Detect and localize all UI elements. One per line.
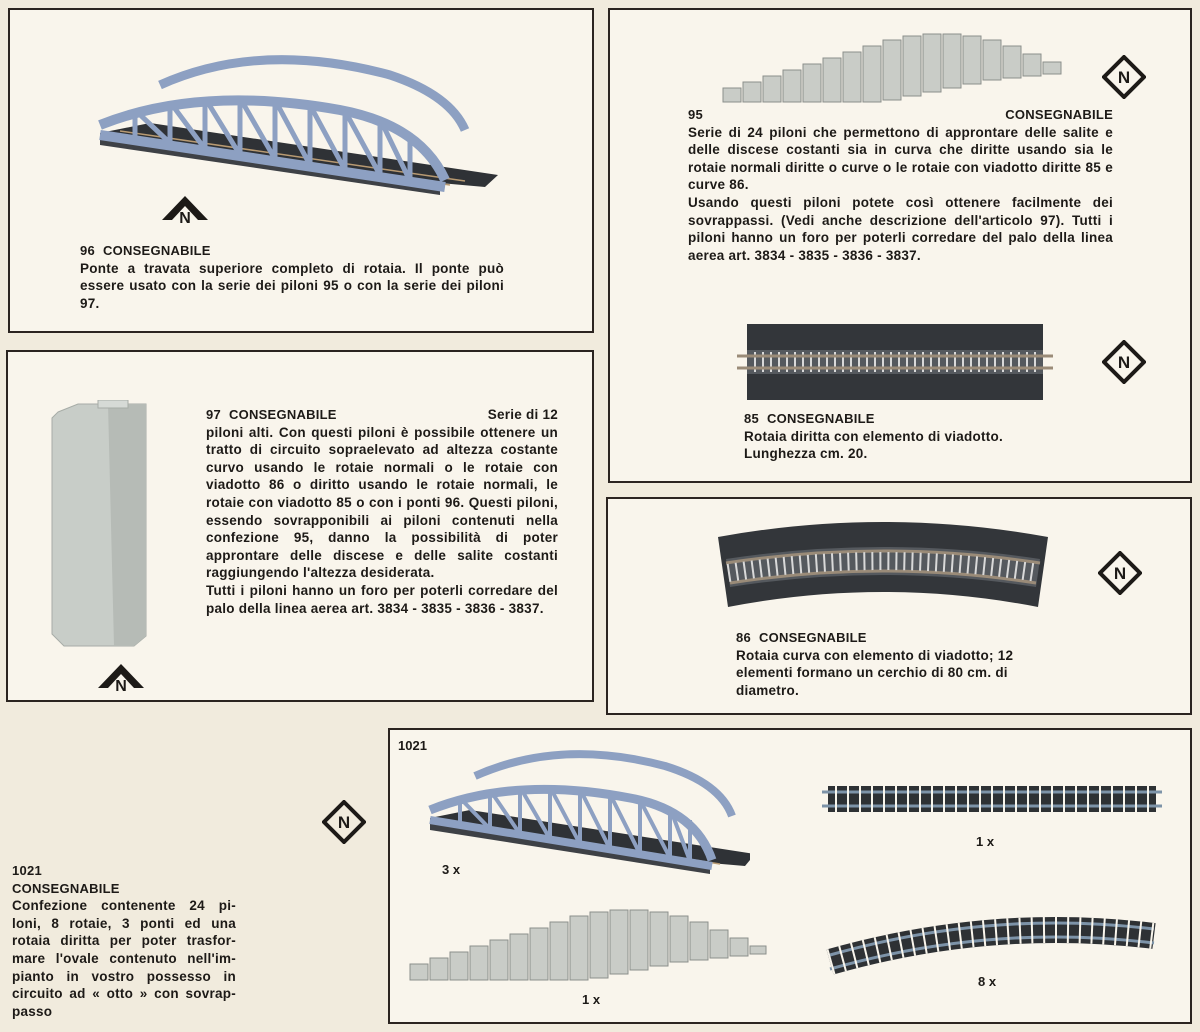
status-label: CONSEGNABILE: [1005, 107, 1113, 122]
svg-text:N: N: [1118, 68, 1130, 87]
status-label: CONSEGNABILE: [766, 411, 875, 426]
item-86-text: 86 CONSEGNABILE Rotaia curva con element…: [736, 629, 1056, 699]
item-code: 86: [736, 630, 751, 645]
straight-viaduct-track-illustration: [737, 324, 1053, 400]
svg-text:N: N: [115, 678, 127, 694]
n-logo-icon: N: [322, 800, 366, 844]
n-logo-icon: N: [162, 196, 208, 226]
status-label: CONSEGNABILE: [102, 243, 211, 258]
quantity-label: 1 x: [976, 834, 995, 849]
n-logo-icon: N: [1098, 551, 1142, 595]
item-description: Confezione contenente 24 pi- loni, 8 rot…: [12, 898, 236, 1019]
item-description: Serie di 24 piloni che permettono di app…: [688, 124, 1113, 193]
straight-track-illustration: [822, 786, 1162, 812]
curved-viaduct-track-illustration: [718, 522, 1048, 607]
item-code: 95: [688, 107, 703, 122]
item-1021-box: 1021 3 x: [388, 728, 1192, 1024]
item-code: 96: [80, 243, 95, 258]
status-label: CONSEGNABILE: [12, 880, 120, 896]
n-logo-icon: N: [1102, 55, 1146, 99]
item-95-text: 95 CONSEGNABILE Serie di 24 piloni che pe…: [688, 106, 1113, 264]
bridge-illustration: [98, 55, 498, 195]
svg-text:N: N: [1118, 353, 1130, 372]
item-code: 97: [206, 407, 221, 422]
n-logo-icon: N: [98, 664, 144, 694]
svg-text:N: N: [338, 813, 350, 832]
item-code: 1021: [12, 863, 42, 878]
quantity-label: 8 x: [978, 974, 997, 989]
item-97-text: 97 CONSEGNABILE Serie di 12 piloni alti. …: [206, 406, 558, 617]
item-description: Ponte a travata superiore completo di ro…: [80, 260, 504, 311]
svg-text:N: N: [1114, 564, 1126, 583]
item-96-text: 96 CONSEGNABILE Ponte a travata superior…: [80, 242, 504, 312]
pier-series-illustration: [722, 33, 1062, 103]
item-86-box: N 86 CONSEGNABILE Rotaia curva con eleme…: [606, 497, 1192, 715]
item-description: piloni alti. Con questi piloni è possibi…: [206, 424, 558, 581]
quantity-label: 1 x: [582, 992, 601, 1007]
item-code: 85: [744, 411, 759, 426]
status-label: CONSEGNABILE: [228, 407, 337, 422]
quantity-label: 3 x: [442, 862, 461, 877]
item-description: Rotaia curva con elemento di viadotto; 1…: [736, 647, 1014, 698]
curved-track-illustration: [826, 916, 1156, 975]
n-logo-icon: N: [1102, 340, 1146, 384]
pier-series-illustration: [409, 909, 767, 981]
item-96-box: N 96 CONSEGNABILE Ponte a travata superi…: [8, 8, 594, 333]
status-label: CONSEGNABILE: [758, 630, 867, 645]
item-1021-text: 1021 CONSEGNABILE Confezione contenente …: [12, 862, 236, 1020]
item-lead: Serie di 12: [487, 407, 558, 422]
item-1021-box-code: 1021: [398, 738, 427, 753]
item-97-box: N 97 CONSEGNABILE Serie di 12 piloni alti…: [6, 350, 594, 702]
item-description-2: Tutti i piloni hanno un foro per poterli…: [206, 582, 558, 616]
bridge-illustration: [428, 750, 750, 874]
item-description: Rotaia diritta con elemento di viadotto.…: [744, 428, 1004, 462]
item-description-2: Usando questi piloni potete così ottener…: [688, 194, 1113, 263]
item-85-text: 85 CONSEGNABILE Rotaia diritta con eleme…: [744, 410, 1044, 463]
svg-text:N: N: [179, 210, 191, 226]
tall-pier-illustration: [51, 400, 147, 647]
